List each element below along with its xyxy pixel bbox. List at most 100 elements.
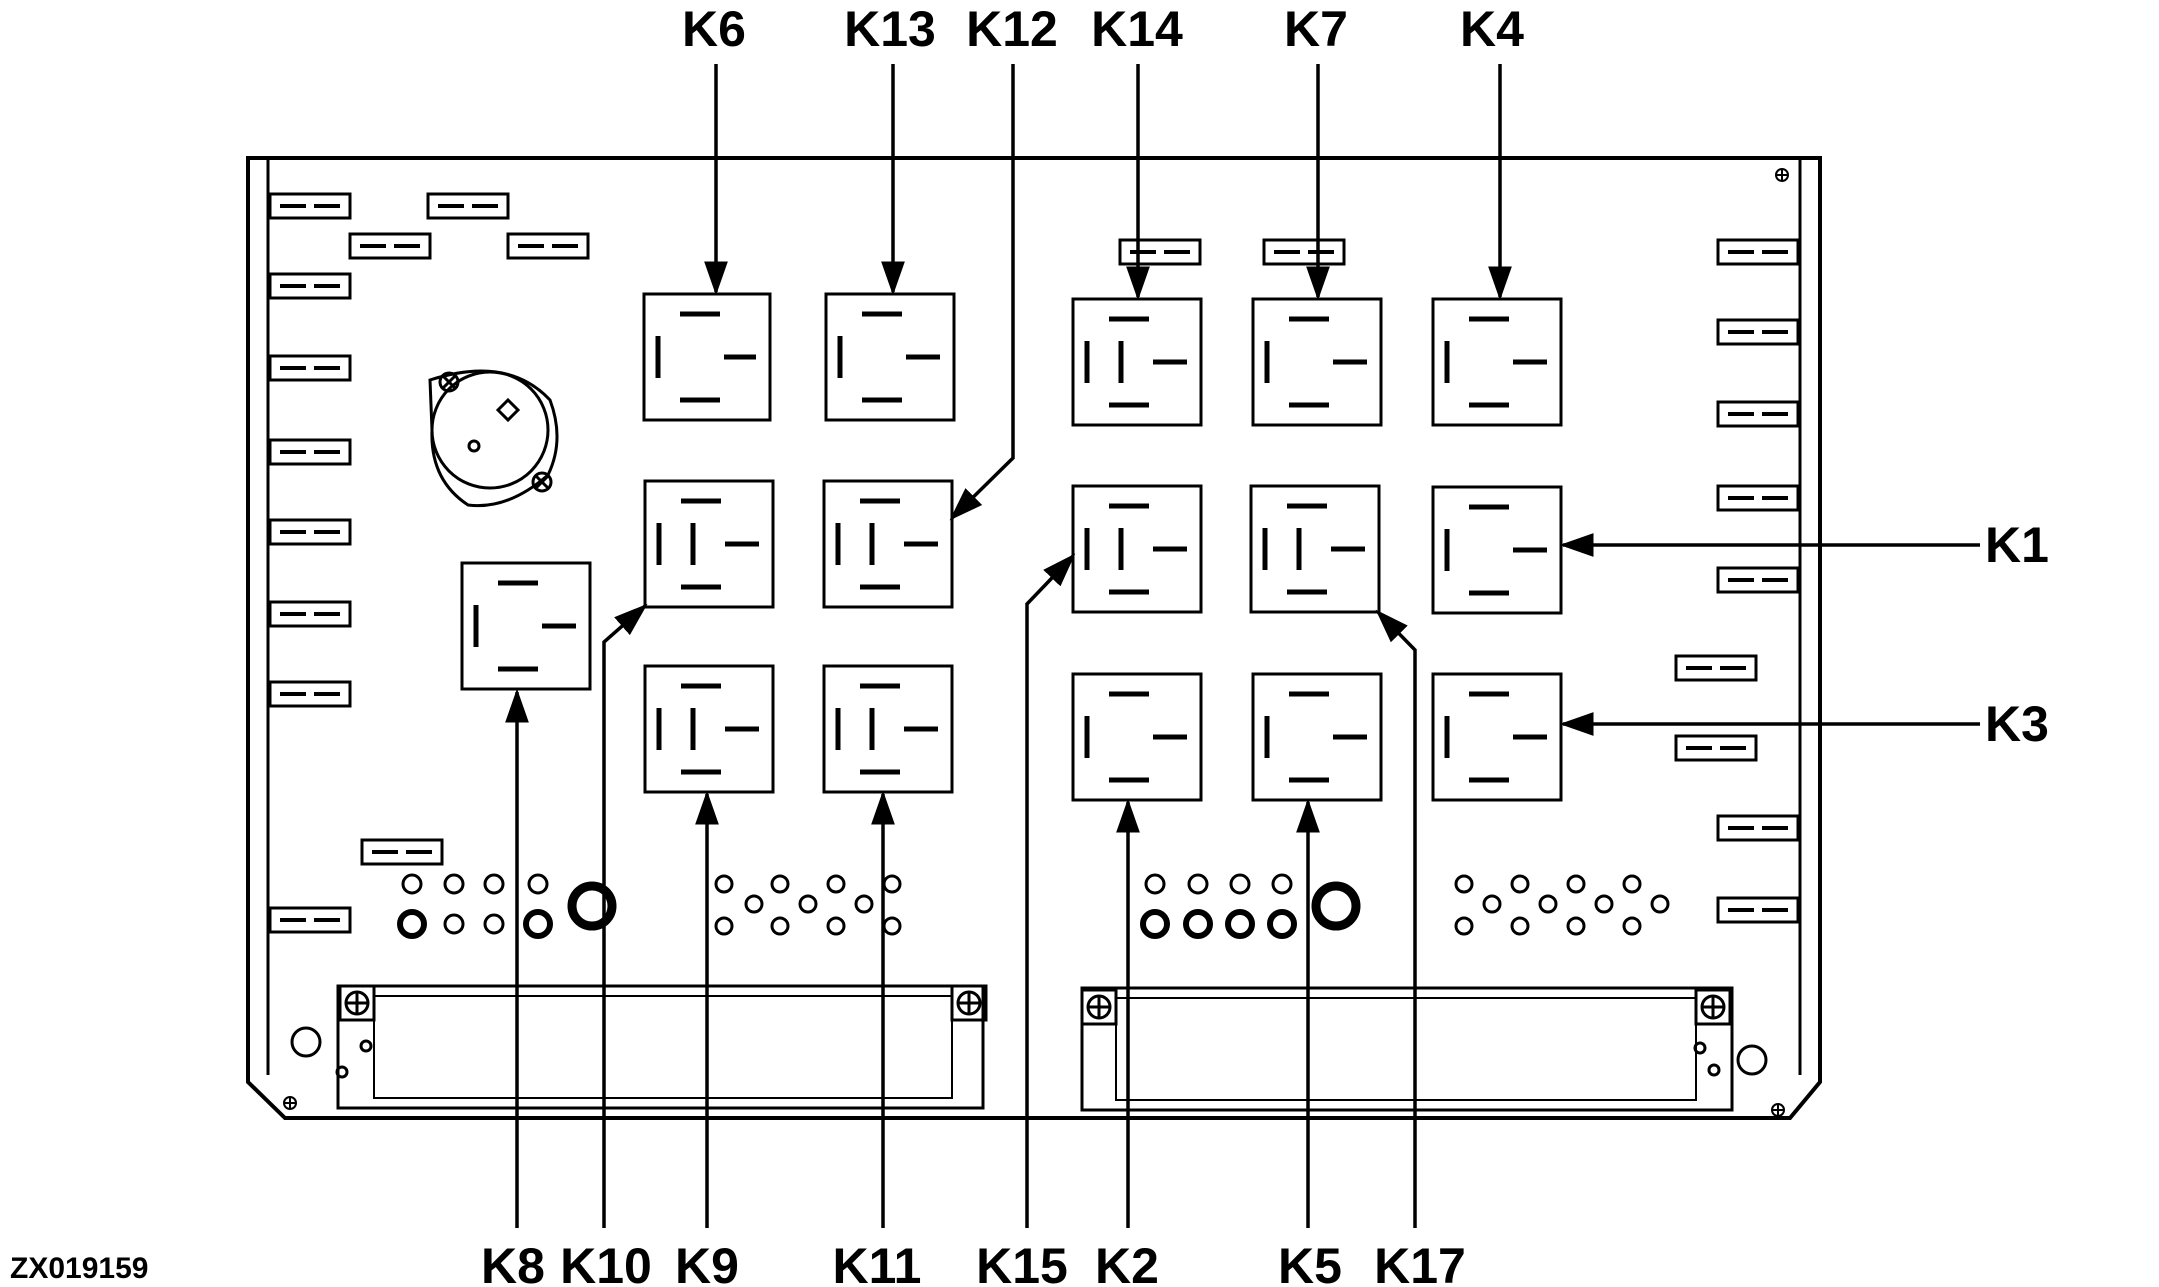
label-k14: K14 xyxy=(1091,1,1183,57)
fuse-holder xyxy=(268,272,352,300)
label-k13: K13 xyxy=(844,1,936,57)
pin-hole xyxy=(397,909,427,939)
callout-arrow-k12 xyxy=(949,64,1015,521)
pin-hole xyxy=(443,913,465,935)
pin-hole xyxy=(1622,874,1642,894)
relay-k7 xyxy=(1251,297,1383,427)
relay-k12 xyxy=(822,479,954,609)
relay-k6 xyxy=(642,292,772,422)
pin-hole xyxy=(527,873,549,895)
fuse-holder xyxy=(1716,484,1800,512)
pin-hole xyxy=(1454,874,1474,894)
pin-hole xyxy=(744,894,764,914)
fuse-holder xyxy=(1674,654,1758,682)
callout-arrows xyxy=(505,64,1980,1228)
callout-arrow-k10 xyxy=(602,603,648,1228)
label-k3: K3 xyxy=(1985,696,2049,752)
relay-k9 xyxy=(643,664,775,794)
relay-k14 xyxy=(1071,297,1203,427)
pin-hole xyxy=(1454,916,1474,936)
pin-hole xyxy=(1650,894,1670,914)
pin-hole xyxy=(567,881,617,931)
fuse-holder xyxy=(1674,734,1758,762)
fuse-holder xyxy=(1118,238,1202,266)
fuse-holder xyxy=(1716,814,1800,842)
pin-hole xyxy=(443,873,465,895)
pin-hole xyxy=(714,916,734,936)
pin-hole xyxy=(882,916,902,936)
fuse-holder xyxy=(268,518,352,546)
pin-hole xyxy=(798,894,818,914)
pin-hole xyxy=(826,874,846,894)
fuse-holder xyxy=(1716,400,1800,428)
board-outline xyxy=(246,156,1822,1120)
pin-hole xyxy=(1482,894,1502,914)
label-k10: K10 xyxy=(560,1238,652,1287)
pin-hole xyxy=(854,894,874,914)
pin-hole xyxy=(1229,873,1251,895)
pin-hole xyxy=(1510,916,1530,936)
fuse-holder xyxy=(506,232,590,260)
relay-k4 xyxy=(1431,297,1563,427)
pin-hole xyxy=(1140,909,1170,939)
pin-hole xyxy=(523,909,553,939)
fuse-holder xyxy=(1262,238,1346,266)
connector-strips xyxy=(290,984,1768,1112)
pin-hole xyxy=(483,873,505,895)
pin-hole xyxy=(1187,873,1209,895)
pin-hole xyxy=(1183,909,1213,939)
fuse-holder xyxy=(268,600,352,628)
label-k5: K5 xyxy=(1278,1238,1342,1287)
pin-hole xyxy=(770,916,790,936)
fuse-holder xyxy=(426,192,510,220)
fuse-holder xyxy=(268,354,352,382)
label-k8: K8 xyxy=(481,1238,545,1287)
fuse-holder xyxy=(348,232,432,260)
relay-k11 xyxy=(822,664,954,794)
fuse-holder xyxy=(268,192,352,220)
transistor-icon xyxy=(428,369,559,508)
fuse-holder xyxy=(268,680,352,708)
fuse-holder xyxy=(1716,896,1800,924)
pin-hole xyxy=(401,873,423,895)
label-k4: K4 xyxy=(1460,1,1524,57)
label-k12: K12 xyxy=(966,1,1058,57)
pin-hole xyxy=(1538,894,1558,914)
fuse-holder xyxy=(1716,318,1800,346)
corner-screw-icons xyxy=(283,168,1789,1117)
figure-id: ZX019159 xyxy=(10,1252,148,1285)
relay-k15 xyxy=(1071,484,1203,614)
fuse-holder xyxy=(1716,566,1800,594)
callout-arrow-k17 xyxy=(1375,609,1417,1228)
pin-hole xyxy=(1566,916,1586,936)
relay-k8 xyxy=(460,561,592,691)
fuse-holder xyxy=(268,906,352,934)
pin-hole xyxy=(1271,873,1293,895)
fuse-holder xyxy=(1716,238,1800,266)
relay-k1 xyxy=(1431,485,1563,615)
label-k2: K2 xyxy=(1095,1238,1159,1287)
callout-arrow-k15 xyxy=(1025,553,1076,1228)
pin-hole xyxy=(882,874,902,894)
relay-k17 xyxy=(1249,484,1381,614)
relay-k3 xyxy=(1431,672,1563,802)
pin-hole xyxy=(1311,881,1361,931)
pin-hole xyxy=(826,916,846,936)
label-k7: K7 xyxy=(1284,1,1348,57)
pin-hole xyxy=(1566,874,1586,894)
pin-hole xyxy=(1225,909,1255,939)
label-k6: K6 xyxy=(682,1,746,57)
label-k1: K1 xyxy=(1985,517,2049,573)
pin-hole xyxy=(714,874,734,894)
pin-hole xyxy=(483,913,505,935)
pin-hole xyxy=(1622,916,1642,936)
pin-hole xyxy=(1144,873,1166,895)
pin-hole xyxy=(1510,874,1530,894)
label-k17: K17 xyxy=(1374,1238,1466,1287)
pin-hole xyxy=(1594,894,1614,914)
relay-k13 xyxy=(824,292,956,422)
relay-k2 xyxy=(1071,672,1203,802)
pin-hole xyxy=(770,874,790,894)
